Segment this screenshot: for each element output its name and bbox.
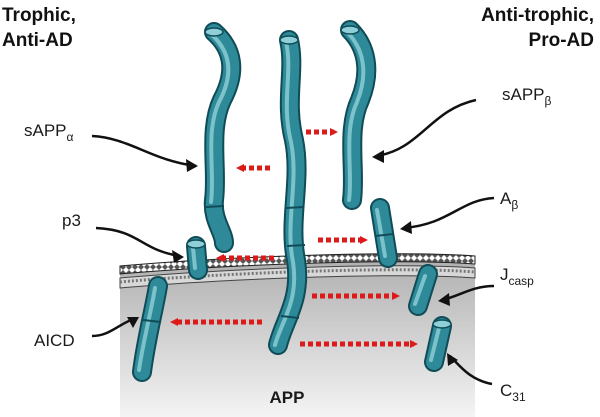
label-c31: C31 [500,381,526,404]
label-a-beta: Aβ [500,189,518,212]
label-a-beta-sub: β [511,198,518,212]
label-j-casp: Jcasp [500,265,534,288]
label-aicd-main: AICD [34,331,75,350]
pointer-arrowheads [127,150,458,366]
label-sapp-beta-sub: β [545,94,552,108]
c31-fragment [424,316,452,372]
label-c31-sub: 31 [512,390,526,404]
header-left-line1: Trophic, [2,5,76,26]
cytoplasm-region [120,259,475,417]
pointer-a-beta [403,196,495,230]
sapp-alpha-fragment [203,22,242,253]
pointer-sapp-beta [375,98,477,158]
label-j-casp-main: J [500,265,509,284]
header-right-line1: Anti-trophic, [481,5,594,26]
a-beta-fragment [370,198,398,268]
label-j-casp-sub: casp [509,274,535,288]
label-sapp-beta-main: sAPP [502,85,545,104]
label-p3: p3 [62,211,81,230]
p3-fragment [186,236,208,280]
label-p3-main: p3 [62,211,81,230]
label-c31-main: C [500,381,512,400]
app-full-length [268,30,308,355]
aicd-fragment [132,276,168,382]
j-casp-fragment [408,264,438,316]
label-sapp-alpha-main: sAPP [24,121,67,140]
label-app: APP [270,388,305,407]
pointer-sapp-alpha [91,134,197,168]
label-aicd: AICD [34,331,75,350]
cleavage-arrows [170,128,418,348]
label-a-beta-main: A [500,189,512,208]
label-sapp-alpha-sub: α [67,130,74,144]
pointer-p3 [95,226,181,258]
header-left-line2: Anti-AD [2,30,73,51]
label-sapp-alpha: sAPPα [24,121,74,144]
header-right-line2: Pro-AD [529,30,594,51]
sapp-beta-fragment [340,20,377,210]
label-sapp-beta: sAPPβ [502,85,552,108]
